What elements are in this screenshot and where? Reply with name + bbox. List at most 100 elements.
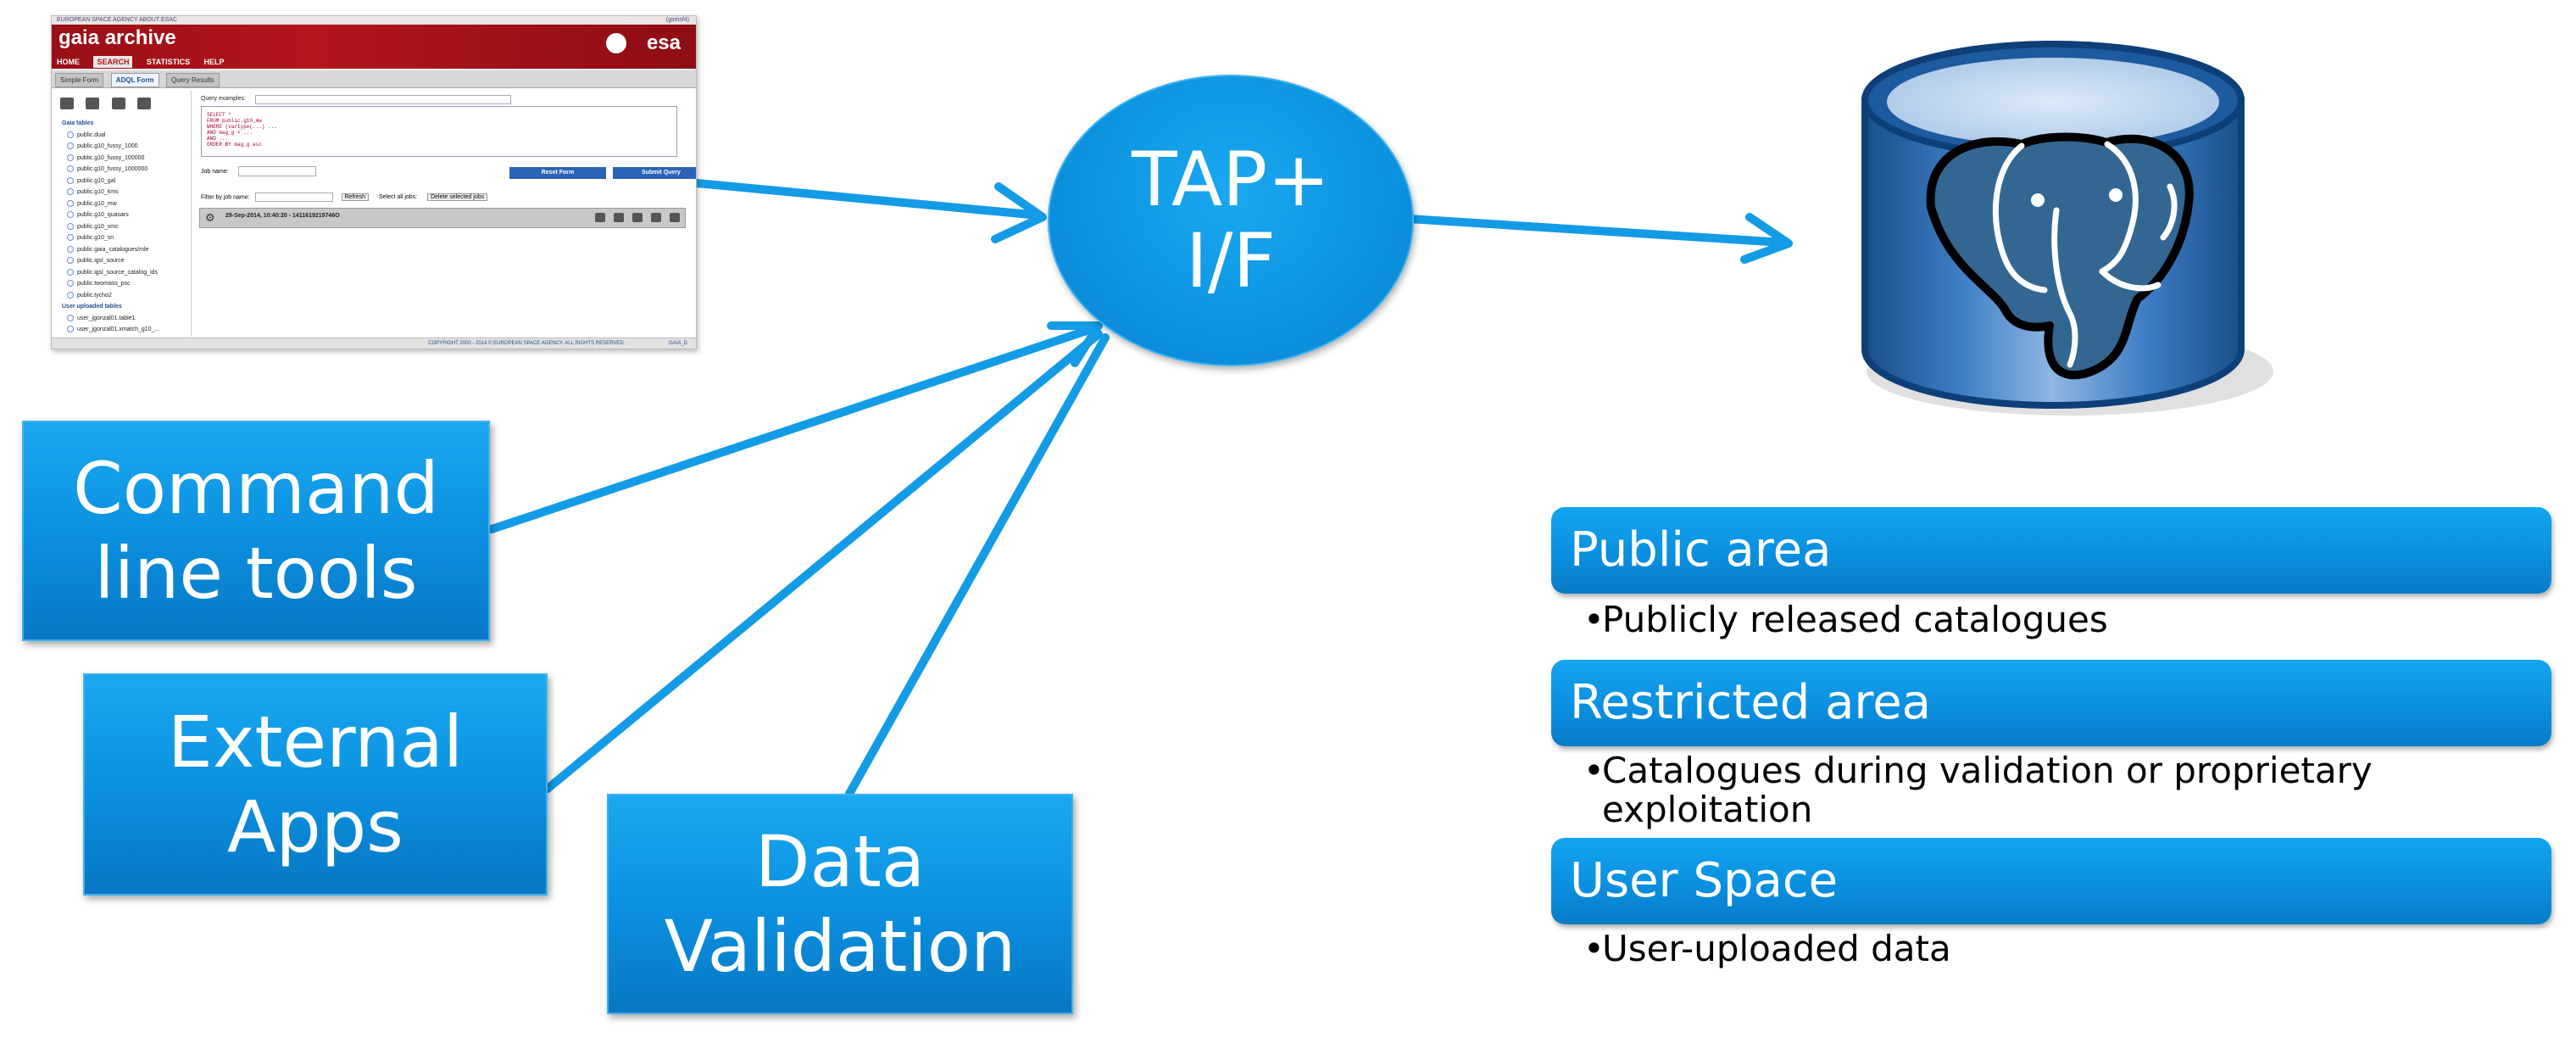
main-menu: HOME SEARCH STATISTICS HELP xyxy=(52,53,408,68)
validation-label-line1: Data xyxy=(754,820,926,903)
validation-label-line2: Validation xyxy=(664,905,1016,988)
top-strip-user[interactable]: (gsmsf4) xyxy=(665,17,689,23)
table-icon xyxy=(67,188,74,196)
delete-icon[interactable] xyxy=(670,213,680,222)
tree-item[interactable]: public.g10_fussy_1000 xyxy=(62,141,189,153)
tap-label-line1: TAP+ xyxy=(1132,136,1330,223)
query-examples-label: Query examples: xyxy=(201,96,246,102)
job-row[interactable]: ⚙ 29-Sep-2014, 10:40:20 - 1411619219746O xyxy=(199,208,686,228)
results-icon[interactable] xyxy=(595,213,605,222)
apps-label-line2: Apps xyxy=(227,785,403,868)
table-icon[interactable] xyxy=(614,213,624,222)
table-icon xyxy=(67,199,74,207)
menu-search[interactable]: SEARCH xyxy=(93,56,133,68)
select-all-label: Select all jobs: xyxy=(378,194,418,201)
public-area-line: Publicly released catalogues xyxy=(1602,599,2108,640)
tree-item[interactable]: public.g10_kms xyxy=(62,187,189,198)
table-icon xyxy=(67,222,74,230)
external-apps-box: External Apps xyxy=(83,673,548,896)
table-icon xyxy=(67,131,74,138)
user-space-desc: •User-uploaded data xyxy=(1583,929,2516,968)
tree-item[interactable]: public.g10_smc xyxy=(62,221,189,233)
restricted-area-line: Catalogues during validation or propriet… xyxy=(1602,750,2373,791)
postgresql-elephant-database-icon xyxy=(1861,41,2273,416)
brand-title: gaia archive xyxy=(58,26,176,49)
tree-section-title[interactable]: Gaia tables xyxy=(62,120,94,126)
tree-item[interactable]: public.g10_sn xyxy=(62,232,189,244)
database-icon[interactable] xyxy=(111,98,125,109)
data-validation-box: Data Validation xyxy=(607,794,1073,1014)
tree-item[interactable]: public.twomass_psc xyxy=(62,278,189,290)
settings-icon[interactable] xyxy=(137,98,152,109)
tree-item[interactable]: public.g10_gal xyxy=(62,176,189,187)
restricted-area-bar: Restricted area xyxy=(1551,660,2551,746)
table-icon xyxy=(67,268,74,276)
database-icon[interactable] xyxy=(632,213,643,222)
tab-query-results[interactable]: Query Results xyxy=(166,73,220,87)
submit-query-button[interactable]: Submit Query xyxy=(613,167,696,179)
arrow-screenshot-to-tap xyxy=(693,179,1043,220)
tap-interface-node: TAP+ I/F xyxy=(1048,75,1414,366)
user-space-bar: User Space xyxy=(1551,838,2551,924)
share-icon[interactable] xyxy=(651,213,661,222)
user-space-line: User-uploaded data xyxy=(1602,928,1951,969)
menu-help[interactable]: HELP xyxy=(203,58,225,66)
adql-query-editor[interactable]: SELECT * FROM public.g10_mw WHERE (varty… xyxy=(201,106,677,157)
menu-home[interactable]: HOME xyxy=(57,58,80,66)
filter-input[interactable] xyxy=(254,193,333,202)
arrowhead-to-db xyxy=(1740,213,1793,264)
job-filter-row: Filter by job name: Refresh Select all j… xyxy=(201,193,491,202)
tab-adql-form[interactable]: ADQL Form xyxy=(110,73,159,87)
table-icon xyxy=(67,314,74,321)
esa-logo-text: esa xyxy=(646,31,681,54)
apps-label-line1: External xyxy=(167,700,464,784)
table-icon xyxy=(67,257,74,265)
user-space-title: User Space xyxy=(1570,853,1839,908)
folder-icon[interactable] xyxy=(86,98,100,109)
query-line: AND mag_g < ... xyxy=(207,130,253,136)
job-name-input[interactable] xyxy=(238,166,316,176)
restricted-area-desc: •Catalogues during validation or proprie… xyxy=(1583,751,2516,829)
tree-item[interactable]: public.tycho2 xyxy=(62,290,189,302)
tree-item[interactable]: public.g10_fussy_100000 xyxy=(62,153,189,165)
query-line: WHERE (vartype(...) ... xyxy=(207,124,277,130)
top-strip-links[interactable]: EUROPEAN SPACE AGENCY ABOUT ESAC xyxy=(57,17,177,23)
delete-selected-button[interactable]: Delete selected jobs xyxy=(427,193,488,202)
refresh-button[interactable]: Refresh xyxy=(341,193,370,202)
restricted-area-title: Restricted area xyxy=(1570,675,1931,730)
tree-item[interactable]: public.g10_quasars xyxy=(62,209,189,221)
tree-item[interactable]: user_jgonzal01.table1 xyxy=(62,313,189,325)
gear-icon: ⚙ xyxy=(205,211,215,224)
tree-item[interactable]: public.dual xyxy=(62,130,189,142)
tree-item[interactable]: public.gaia_catalogues/mle xyxy=(62,244,189,256)
tree-item[interactable]: user_jgonzal01.xmatch_g10_... xyxy=(62,324,189,336)
tap-label-line2: I/F xyxy=(1185,217,1277,304)
copyright-footer: COPYRIGHT 2000 - 2014 © EUROPEAN SPACE A… xyxy=(52,338,696,349)
arrowhead-to-tap xyxy=(991,182,1047,243)
menu-statistics[interactable]: STATISTICS xyxy=(146,58,191,66)
upload-icon[interactable] xyxy=(60,98,74,109)
table-tree: Gaia tables public.dual public.g10_fussy… xyxy=(62,118,189,336)
tree-item[interactable]: public.g10_mw xyxy=(62,198,189,210)
arrow-cli-to-tap xyxy=(487,325,1096,533)
arrow-tap-to-db xyxy=(1405,215,1788,247)
tree-item[interactable]: public.g10_fussy_1000000 xyxy=(62,164,189,176)
tree-item[interactable]: public.igsl_source_catalog_ids xyxy=(62,267,189,279)
adql-pane: Query examples: SELECT * FROM public.g10… xyxy=(196,91,696,337)
footer-tag: GAIA_D xyxy=(668,341,687,346)
query-line: FROM public.g10_mw xyxy=(207,118,262,124)
table-icon xyxy=(67,153,74,161)
table-icon xyxy=(67,142,74,150)
table-icon xyxy=(67,291,74,299)
tab-simple-form[interactable]: Simple Form xyxy=(55,73,104,87)
search-tabs: Simple Form ADQL Form Query Results xyxy=(52,70,696,88)
tree-section-title[interactable]: User uploaded tables xyxy=(62,304,122,310)
job-row-text: 29-Sep-2014, 10:40:20 - 1411619219746O xyxy=(225,213,340,219)
tree-item[interactable]: public.igsl_source xyxy=(62,255,189,267)
reset-form-button[interactable]: Reset Form xyxy=(509,167,606,179)
query-examples-select[interactable] xyxy=(255,95,511,104)
table-icon xyxy=(67,165,74,173)
gaia-banner: gaia archive esa xyxy=(52,25,696,69)
table-icon xyxy=(67,326,74,333)
table-icon xyxy=(67,176,74,184)
